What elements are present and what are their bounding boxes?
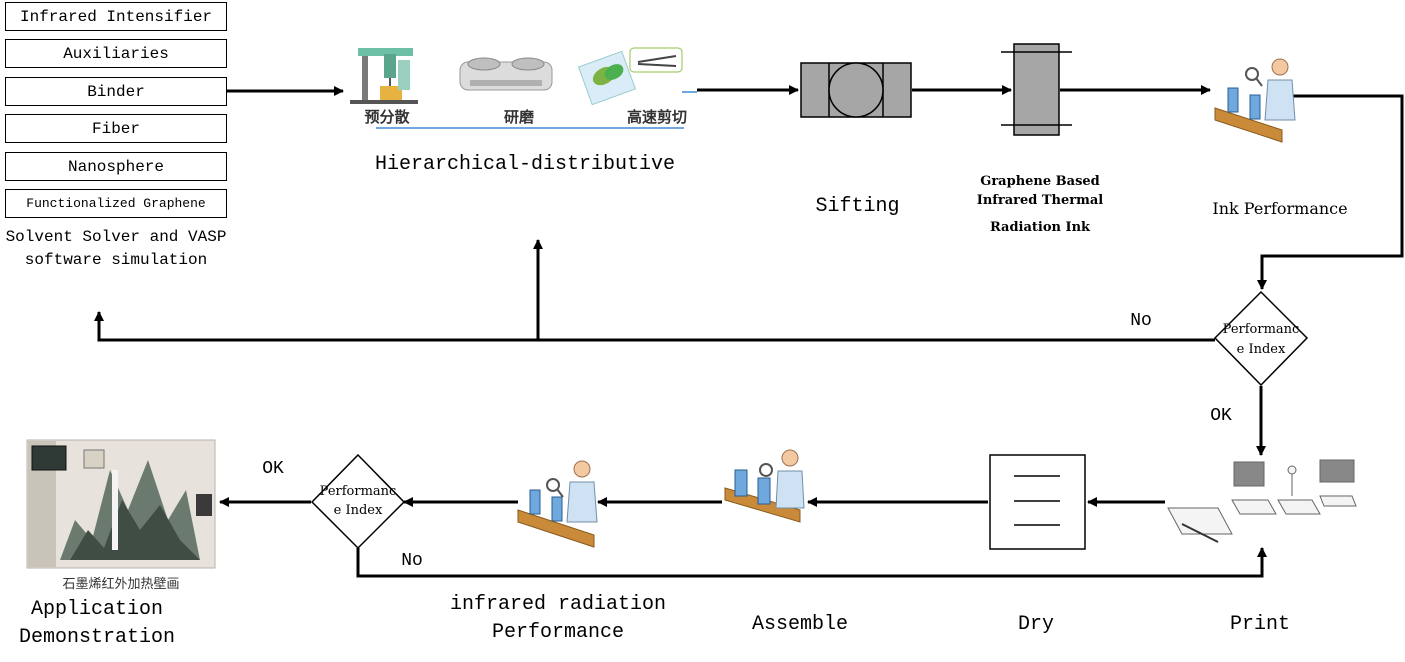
decision1-label-line2: e Index xyxy=(1236,342,1286,357)
input-box-label: Infrared Intensifier xyxy=(19,7,213,26)
performance-index-diamond-2 xyxy=(310,453,406,550)
input-box-auxiliaries: Auxiliaries xyxy=(5,39,227,68)
decision2-label-line1: Performanc xyxy=(319,484,397,499)
ink-performance-label: Ink Performance xyxy=(1212,199,1348,218)
sifting-label: Sifting xyxy=(815,195,900,218)
assemble-label: Assemble xyxy=(751,613,848,636)
grinding-machine-icon xyxy=(459,57,553,91)
hierarchical-distributive-label: Hierarchical-distributive xyxy=(374,153,676,176)
input-box-label: Nanosphere xyxy=(67,157,164,176)
dry-label: Dry xyxy=(1017,613,1054,636)
arrow-no-back-to-inputs xyxy=(94,311,1215,342)
input-box-label: Binder xyxy=(87,82,145,101)
step-high-speed-shear-label: 高速剪切 xyxy=(626,109,687,126)
ir-inspection-icon xyxy=(517,460,598,548)
input-box-functionalized-graphene: Functionalized Graphene xyxy=(5,189,227,218)
high-speed-shear-icon xyxy=(577,47,697,106)
application-photo-caption: 石墨烯红外加热壁画 xyxy=(62,576,180,591)
performance-index-diamond-1 xyxy=(1213,290,1309,387)
ink-container-icon xyxy=(1001,43,1072,136)
ink-inspection-icon xyxy=(1214,58,1296,143)
input-box-binder: Binder xyxy=(5,77,227,106)
ink-label-line1: Graphene Based xyxy=(980,174,1100,189)
print-label: Print xyxy=(1229,613,1290,636)
input-box-label: Auxiliaries xyxy=(63,44,169,63)
decision2-ok-label: OK xyxy=(262,459,284,479)
ink-label-line2: Infrared Thermal xyxy=(976,193,1104,208)
input-box-fiber: Fiber xyxy=(5,114,227,143)
dry-oven-icon xyxy=(989,454,1086,550)
assembly-worker-icon xyxy=(724,449,805,523)
step-predisperse-label: 预分散 xyxy=(364,109,410,126)
ir-performance-label-line1: infrared radiation xyxy=(449,593,667,616)
step-grinding-label: 研磨 xyxy=(503,109,534,126)
input-box-label: Fiber xyxy=(91,119,140,138)
application-label-line1: Application xyxy=(30,598,164,621)
input-box-label: Functionalized Graphene xyxy=(26,196,206,211)
inputs-caption-line2: software simulation xyxy=(24,251,208,269)
predisperse-machine-icon xyxy=(350,48,418,104)
arrow-performance-to-decision xyxy=(1257,94,1404,290)
ir-performance-label-line2: Performance xyxy=(491,621,625,644)
decision1-no-label: No xyxy=(1130,311,1152,331)
input-box-nanosphere: Nanosphere xyxy=(5,152,227,181)
arrow-no-back-to-print xyxy=(356,547,1267,578)
decision1-label-line1: Performanc xyxy=(1222,322,1300,337)
application-photo xyxy=(26,439,216,569)
printing-process-icon xyxy=(1167,459,1357,543)
decision1-ok-label: OK xyxy=(1210,406,1232,426)
ink-label-line3: Radiation Ink xyxy=(989,220,1091,235)
decision2-label-line2: e Index xyxy=(333,503,383,518)
inputs-caption-line1: Solvent Solver and VASP xyxy=(5,228,227,246)
decision2-no-label: No xyxy=(401,551,423,571)
input-box-infrared-intensifier: Infrared Intensifier xyxy=(5,2,227,31)
sifting-icon xyxy=(800,62,912,118)
application-label-line2: Demonstration xyxy=(18,626,176,649)
